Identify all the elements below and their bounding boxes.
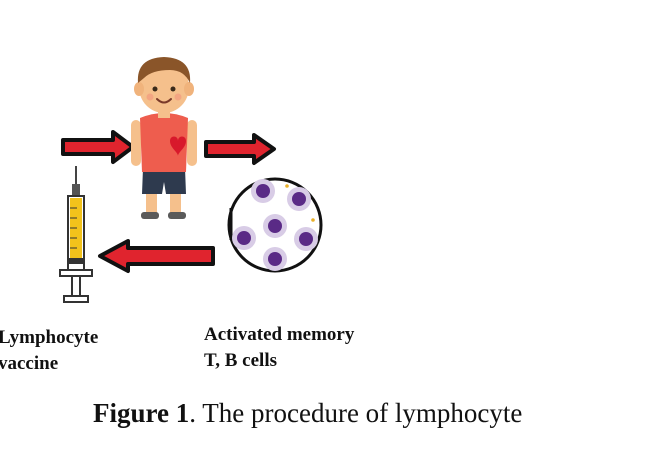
cells-label-line2: T, B cells xyxy=(204,350,278,371)
cell-icon xyxy=(251,179,275,203)
cell-icon xyxy=(263,247,287,271)
caption-text: . The procedure of lymphocyte xyxy=(189,398,523,428)
cell-cluster-icon xyxy=(227,177,323,273)
syringe-icon xyxy=(59,166,93,303)
vaccine-label-line1: Lymphocyte xyxy=(0,327,99,348)
arrow-from-person xyxy=(204,133,276,165)
cell-icon xyxy=(263,214,287,238)
cell-icon xyxy=(294,227,318,251)
vaccine-label-line2: vaccine xyxy=(0,353,59,374)
arrow-to-syringe xyxy=(98,239,215,273)
cell-icon xyxy=(287,187,311,211)
activated-cells-label: Activated memory T, B cells xyxy=(204,322,354,374)
arrow-to-person xyxy=(61,130,135,164)
boy-figure xyxy=(131,57,197,219)
cells-label-line1: Activated memory xyxy=(204,324,355,345)
cell-icon xyxy=(232,226,256,250)
figure-number: Figure 1 xyxy=(93,398,190,428)
figure-caption: Figure 1. The procedure of lymphocyte xyxy=(93,398,522,429)
heart-icon xyxy=(170,136,186,156)
lymphocyte-vaccine-label: Lymphocyte vaccine xyxy=(0,325,98,377)
